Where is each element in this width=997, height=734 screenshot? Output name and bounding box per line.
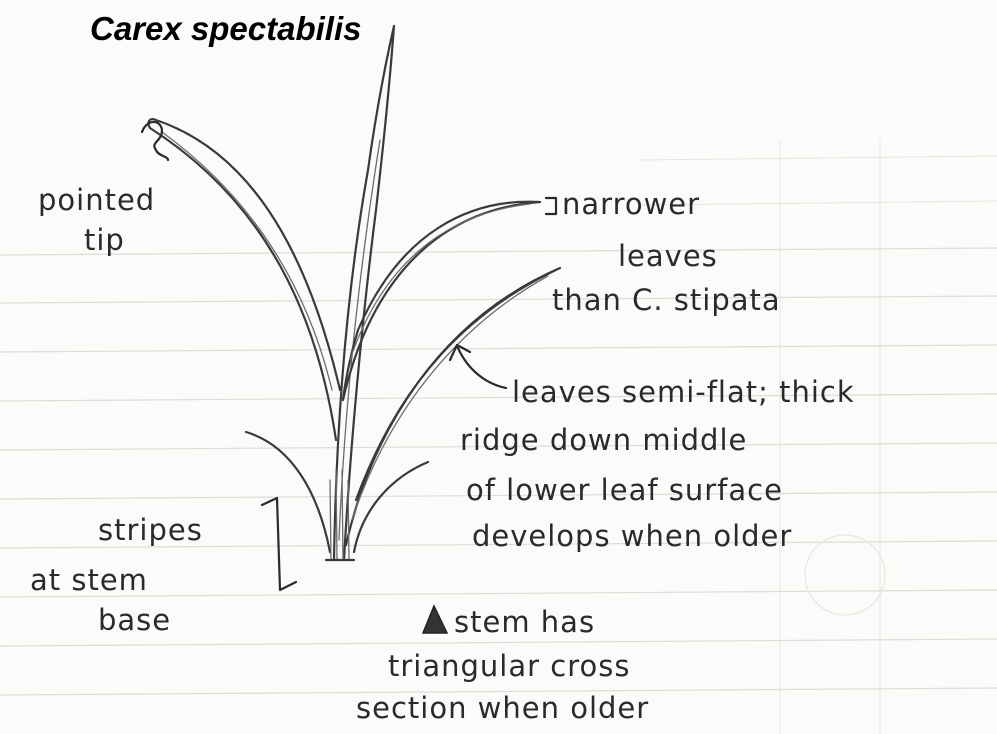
triangle-icon (423, 606, 447, 633)
svg-text:ridge down middle: ridge down middle (460, 423, 747, 457)
left-leaf (148, 119, 340, 440)
tip-brace (142, 122, 168, 160)
label-pointed-tip: pointed tip (38, 183, 155, 257)
left-leaf-midrib (162, 132, 332, 390)
svg-text:narrower: narrower (562, 187, 700, 221)
svg-text:than C. stipata: than C. stipata (552, 283, 781, 317)
label-semi-flat-leaves: leaves semi-flat; thick ridge down middl… (460, 375, 855, 553)
svg-text:leaves semi-flat; thick: leaves semi-flat; thick (512, 375, 855, 409)
svg-text:pointed: pointed (38, 183, 155, 217)
svg-text:leaves: leaves (618, 239, 718, 273)
basal-leaf-left (246, 432, 330, 552)
flat-arrow (450, 345, 506, 388)
svg-text:tip: tip (84, 223, 125, 257)
page-title: Carex spectabilis (90, 10, 361, 47)
svg-text:develops when older: develops when older (472, 519, 792, 553)
label-stripes: stripes at stem base (30, 513, 203, 637)
label-narrower-leaves: narrower leaves than C. stipata (552, 187, 781, 317)
svg-text:triangular cross: triangular cross (388, 649, 630, 683)
svg-text:of lower leaf surface: of lower leaf surface (466, 473, 783, 507)
svg-text:at stem: at stem (30, 563, 148, 597)
svg-text:section when older: section when older (356, 691, 649, 725)
label-stem-cross-section: stem has triangular cross section when o… (356, 605, 649, 725)
stripes-bracket (262, 498, 296, 590)
svg-text:stem has: stem has (454, 605, 595, 639)
narrow-bracket (546, 198, 556, 214)
svg-text:base: base (98, 603, 171, 637)
svg-text:stripes: stripes (98, 513, 203, 547)
